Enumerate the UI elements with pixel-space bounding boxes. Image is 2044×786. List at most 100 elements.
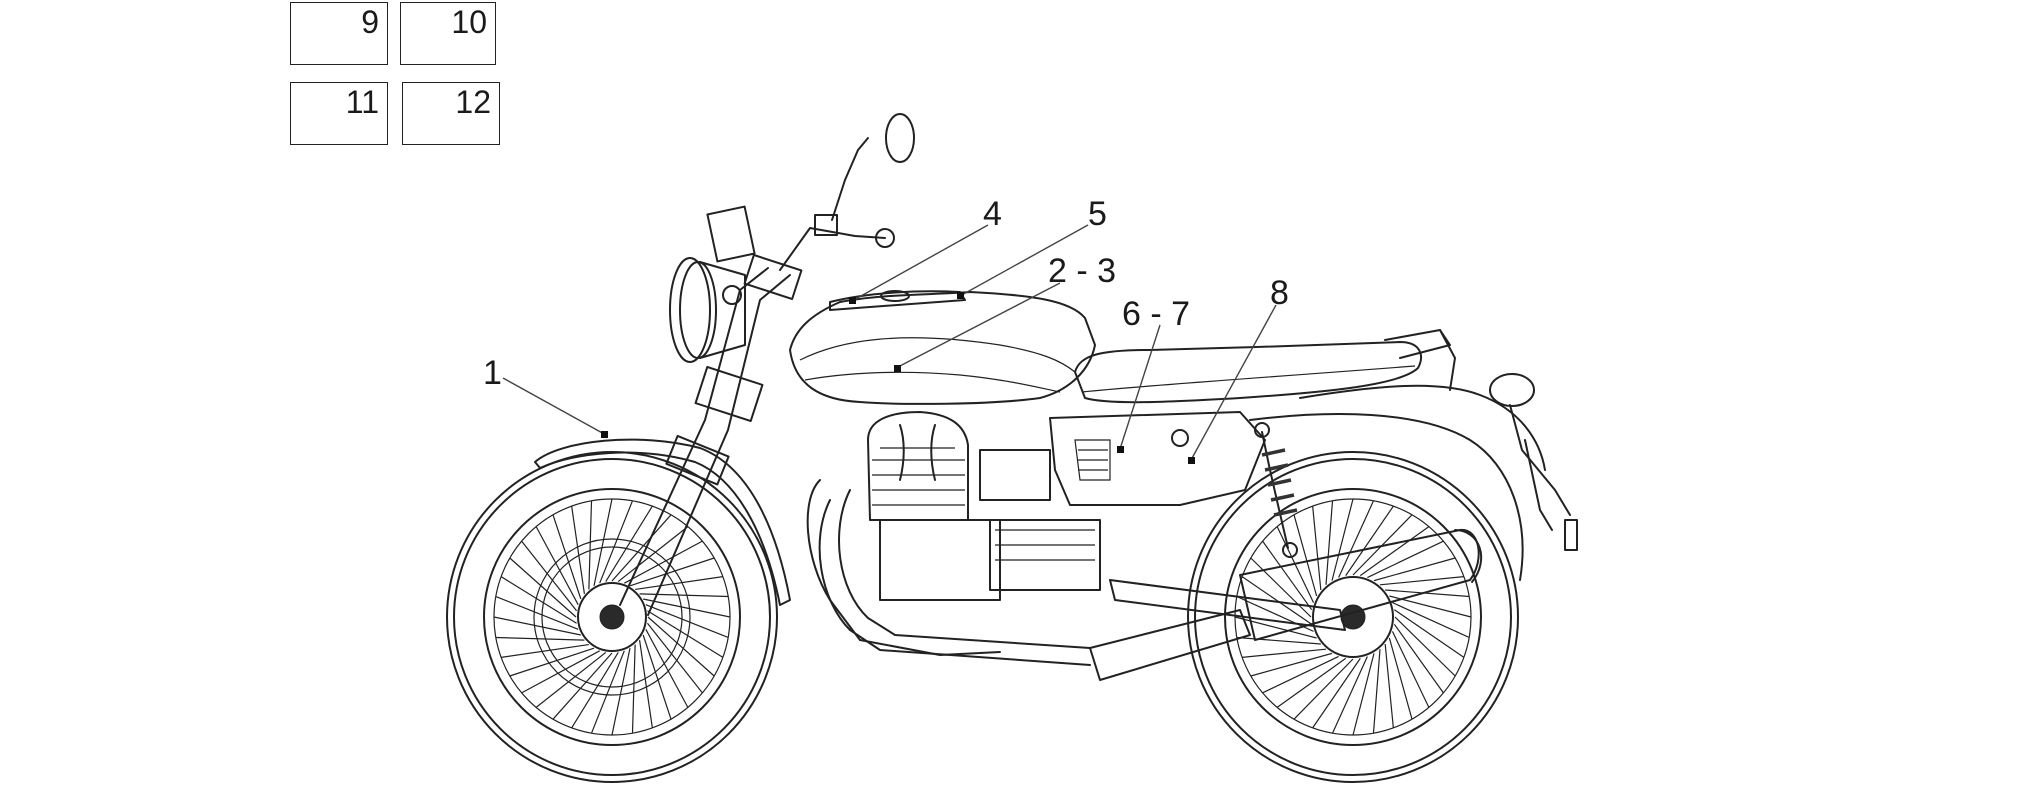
wheel-spoke: [1242, 648, 1327, 658]
wheel-spoke: [631, 644, 636, 734]
wheel-spoke: [521, 650, 600, 694]
wheel-spoke: [1394, 609, 1465, 658]
wheel-spoke: [635, 576, 723, 591]
headlight: [669, 257, 746, 363]
wheel-spoke: [1359, 526, 1430, 577]
callout-leaders: [502, 224, 1277, 461]
wheel-spoke: [1293, 514, 1318, 597]
wheel-spoke: [1236, 636, 1321, 645]
wheel-spoke: [617, 526, 689, 583]
wheel-spoke: [1262, 540, 1313, 611]
wheel-spoke: [1352, 653, 1375, 736]
instrument-cluster: [706, 205, 756, 263]
wheel-spoke: [1345, 505, 1394, 576]
wheel-spoke: [1250, 557, 1312, 618]
engine: [806, 411, 1101, 656]
wheel-spoke: [1338, 500, 1375, 578]
wheel-spoke: [1312, 658, 1361, 729]
wheel-spoke: [495, 636, 585, 641]
wheel-spoke: [645, 604, 729, 639]
decal-markers: [601, 292, 1195, 464]
seat: [1074, 341, 1422, 404]
wheel-spoke: [1372, 649, 1381, 734]
wheel-spoke: [611, 514, 672, 582]
kit-box-10: 10: [400, 2, 496, 65]
handlebar: [779, 113, 915, 271]
rear-frame: [1249, 329, 1546, 581]
kit-box-12: 12: [402, 82, 500, 145]
rear-wheel: [1187, 451, 1519, 783]
wheel-spoke: [624, 540, 703, 584]
wheel-spoke: [1312, 506, 1322, 591]
kit-box-label: 9: [361, 4, 379, 40]
wheel-spoke: [638, 640, 653, 728]
wheel-spoke: [590, 650, 625, 734]
wheel-spoke: [1393, 623, 1444, 694]
wheel-spoke: [571, 506, 586, 594]
wheel-spoke: [1331, 656, 1368, 734]
fuel-tank: [789, 290, 1096, 405]
exhaust: [818, 489, 1482, 681]
wheel-spoke: [521, 540, 578, 612]
wheel-spoke: [1394, 616, 1456, 677]
wheel-spoke: [500, 576, 577, 624]
wheel-spoke: [1276, 657, 1347, 708]
wheel-spoke: [1384, 643, 1394, 728]
wheel-spoke: [605, 505, 653, 582]
callout-2-3: 2 - 3: [1048, 252, 1116, 290]
kit-box-label: 11: [345, 84, 379, 120]
callout-1: 1: [483, 354, 502, 392]
wheel-spoke: [1234, 616, 1317, 639]
wheel-spoke: [646, 622, 703, 694]
wheel-spoke: [1391, 631, 1430, 708]
wheel-spoke: [1241, 576, 1312, 625]
rear-shock: [1254, 422, 1298, 558]
wheel-spoke: [535, 651, 607, 708]
front-fork: [619, 254, 803, 616]
wheel-spoke: [509, 557, 577, 618]
wheel-spoke: [1385, 589, 1470, 598]
tail-light: [1489, 373, 1578, 551]
front-fender: [534, 438, 791, 606]
side-panel: [1049, 411, 1266, 506]
callout-5: 5: [1088, 195, 1107, 233]
wheel-spoke: [639, 593, 729, 598]
wheel-spoke: [1262, 655, 1339, 694]
wheel-spoke: [645, 629, 689, 708]
wheel-spoke: [1325, 500, 1334, 585]
wheel-spoke: [643, 598, 731, 618]
wheel-spoke: [629, 557, 715, 587]
wheel-spoke: [509, 647, 595, 677]
wheel-spoke: [1236, 595, 1314, 632]
swingarm: [1109, 579, 1346, 631]
callout-6-7: 6 - 7: [1122, 295, 1190, 333]
wheel-spoke: [1250, 652, 1333, 677]
wheel-spoke: [1293, 658, 1354, 720]
kit-box-label: 10: [451, 4, 487, 40]
wheel-spoke: [552, 514, 582, 600]
wheel-spoke: [1392, 602, 1470, 639]
wheel-spoke: [647, 616, 715, 677]
wheel-spoke: [501, 643, 589, 658]
wheel-spoke: [552, 652, 613, 720]
wheel-spoke: [1331, 498, 1354, 581]
wheel-spoke: [1373, 557, 1456, 582]
wheel-spoke: [495, 595, 579, 630]
wheel-spoke: [599, 500, 634, 584]
wheel-spoke: [1367, 540, 1444, 579]
wheel-spoke: [642, 634, 672, 720]
wheel-spoke: [1388, 637, 1413, 720]
wheel-spoke: [571, 652, 619, 729]
wheel-spoke: [1379, 576, 1464, 586]
callout-8: 8: [1270, 274, 1289, 312]
wheel-spoke: [493, 616, 581, 636]
kit-box-9: 9: [290, 2, 388, 65]
wheel-spoke: [588, 500, 593, 590]
wheel-spoke: [535, 526, 579, 605]
wheel-spoke: [611, 648, 631, 736]
kit-box-11: 11: [290, 82, 388, 145]
wheel-spoke: [647, 610, 724, 658]
callout-4: 4: [983, 195, 1002, 233]
kit-box-label: 12: [455, 84, 491, 120]
